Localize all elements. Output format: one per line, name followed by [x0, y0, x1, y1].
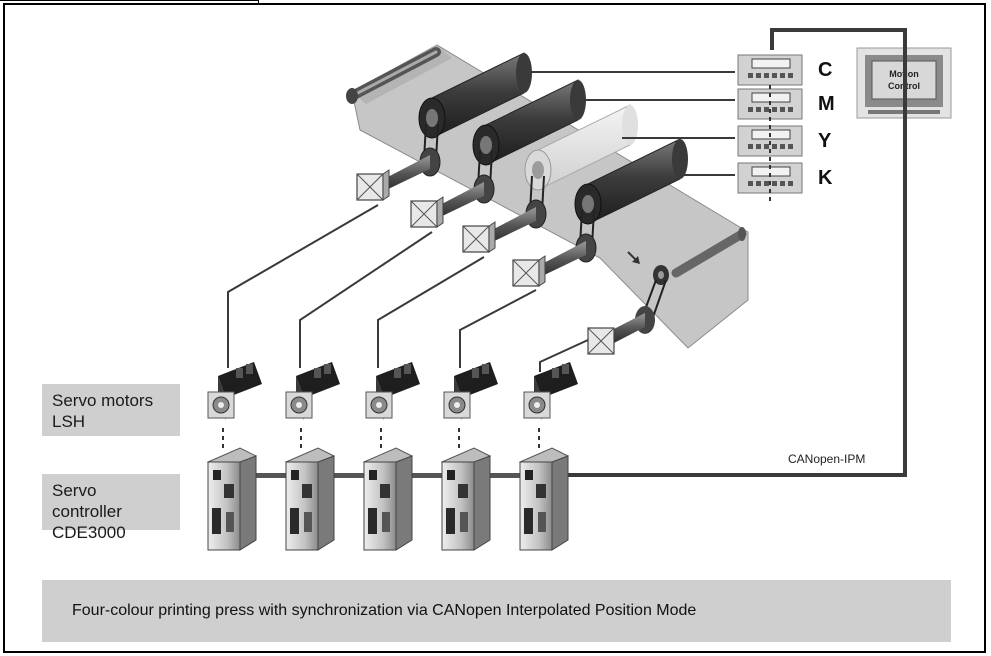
bus-label: CANopen-IPM — [788, 452, 865, 466]
channel-label-m: M — [818, 93, 835, 115]
frame-tab-divider — [258, 0, 259, 5]
channel-label-y: Y — [818, 130, 832, 152]
frame-tab-edge — [0, 0, 258, 1]
servo-controller-4 — [440, 447, 492, 551]
servo-motors-line2: LSH — [52, 412, 86, 431]
canopen-bus-line — [568, 28, 907, 477]
exit-roller-drive — [587, 265, 669, 355]
controller-chain — [254, 473, 520, 478]
servo-motor-4 — [443, 362, 498, 448]
servo-motor-5 — [523, 362, 578, 448]
caption-box: Four-colour printing press with synchron… — [42, 580, 951, 642]
servo-controller-1 — [206, 447, 258, 551]
color-unit-y: Y — [737, 125, 832, 157]
print-roller-4 — [512, 138, 688, 287]
servo-motor-1 — [207, 362, 262, 448]
print-roller-1 — [356, 52, 532, 201]
servo-controller-line2: CDE3000 — [52, 523, 126, 542]
servo-controller-5 — [518, 447, 570, 551]
servo-controller-3 — [362, 447, 414, 551]
print-roller-3 — [462, 104, 638, 253]
color-unit-m: M — [737, 88, 835, 120]
web-direction-arrow — [627, 251, 640, 264]
encoder-wire-1 — [227, 204, 379, 368]
encoder-wire-4 — [459, 289, 537, 368]
servo-motors-line1: Servo motors — [52, 391, 154, 410]
paper-web — [351, 44, 749, 349]
servo-motor-3 — [365, 362, 420, 448]
servo-motor-2 — [285, 362, 340, 448]
encoder-wire-3 — [377, 256, 485, 368]
servo-controller-2 — [284, 447, 336, 551]
feed-roller — [346, 47, 441, 104]
channel-label-c: C — [818, 59, 832, 81]
servo-controller-label: Servo controller CDE3000 — [42, 474, 180, 542]
channel-label-k: K — [818, 167, 833, 189]
encoder-wire-2 — [299, 231, 433, 368]
servo-controller-line1: Servo controller — [52, 481, 122, 521]
servo-motors-label: Servo motors LSH — [42, 384, 180, 436]
encoder-wire-5 — [539, 339, 589, 372]
exit-roller — [671, 227, 747, 278]
caption-text: Four-colour printing press with synchron… — [72, 602, 697, 619]
color-unit-c: C — [737, 54, 832, 86]
color-unit-k: K — [737, 162, 833, 194]
